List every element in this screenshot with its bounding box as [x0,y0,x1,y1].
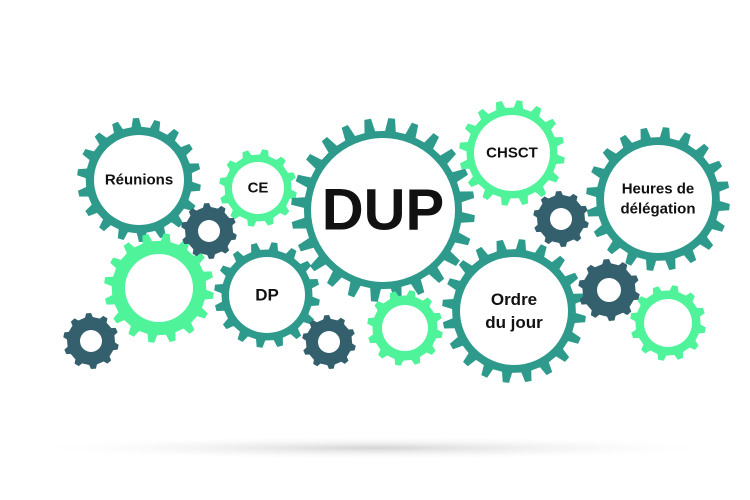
gear-chsct-center [474,115,550,191]
gear-small-b [63,313,119,369]
gear-reunions-label: Réunions [105,172,173,189]
gear-small-d [533,191,589,247]
gear-green-left [104,233,214,343]
gear-small-e-center [597,278,621,302]
gear-ordre-label: Ordre [491,290,537,309]
gear-green-right [630,285,706,361]
gear-ordre: Ordre du jour [442,239,586,383]
gear-heures-label: Heures de [622,180,695,197]
gear-ordre-center [460,257,568,365]
gear-dup-label: DUP [322,178,444,243]
gear-dp: DP [214,242,320,348]
gear-heures-label: délégation [620,201,695,218]
gear-small-c [302,315,356,369]
gear-chsct-label: CHSCT [486,145,538,162]
gear-dp-label: DP [255,286,279,305]
gear-green-left-center [125,254,193,322]
gear-dup-center [311,138,455,282]
floor-shadow [15,436,735,460]
gear-small-d-center [550,208,572,230]
gear-small-a-center [198,220,220,242]
gear-ce: CE [219,149,297,227]
gear-small-c-center [318,331,340,353]
gear-green-center [367,290,443,366]
gear-green-right-center [644,299,692,347]
gear-ordre-label: du jour [485,313,543,332]
gear-dp-center [229,257,305,333]
gear-reunions-center [94,135,184,225]
gear-ce-label: CE [248,180,269,197]
gear-small-a [181,203,237,259]
gear-ce-center [232,162,284,214]
gear-small-b-center [80,330,102,352]
gear-heures-center [604,145,712,253]
gear-reunions: Réunions [77,118,201,242]
gear-chsct: CHSCT [459,100,565,206]
gear-small-e [578,259,640,321]
gear-green-center-center [382,305,428,351]
gear-heures: Heures de délégation [586,127,730,271]
gear-dup: DUP [291,118,475,302]
